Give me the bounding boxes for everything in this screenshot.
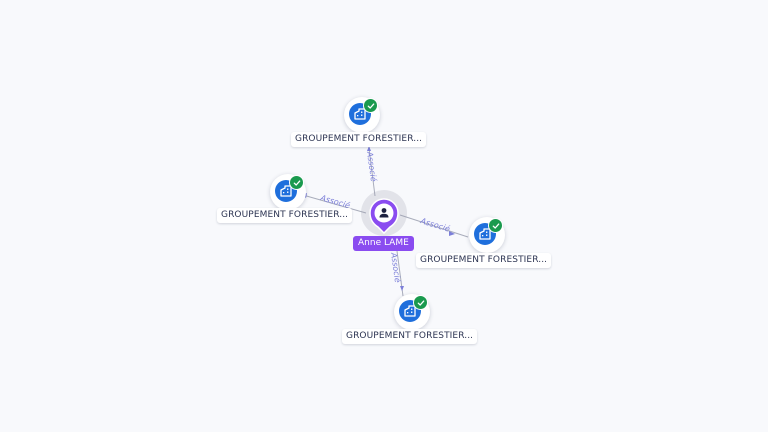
company-node-top[interactable]	[344, 97, 380, 133]
edge-associe-right: Associé	[399, 214, 469, 238]
edge-label-top: Associé	[365, 150, 379, 182]
edge-label-bottom: Associé	[389, 251, 403, 283]
building-icon	[353, 108, 366, 120]
arrow-head	[400, 286, 404, 291]
verified-badge	[488, 218, 503, 233]
verified-badge	[413, 295, 428, 310]
edge-label-right: Associé	[418, 215, 451, 234]
edge-associe-top: Associé	[365, 146, 379, 197]
company-label-bottom[interactable]: GROUPEMENT FORESTIER...	[342, 329, 478, 344]
check-icon	[417, 299, 424, 306]
arrow-head	[449, 231, 455, 236]
person-name-label[interactable]: Anne LAME	[353, 236, 414, 251]
edge-associe-bottom: Associé	[389, 251, 404, 297]
building-icon	[478, 228, 491, 240]
building-icon	[279, 185, 292, 197]
building-icon	[403, 305, 416, 317]
company-node-left[interactable]	[270, 174, 306, 210]
verified-badge	[363, 98, 378, 113]
check-icon	[492, 222, 499, 229]
check-icon	[367, 102, 374, 109]
company-label-left[interactable]: GROUPEMENT FORESTIER...	[217, 208, 353, 223]
arrow-head	[367, 146, 371, 151]
company-node-right[interactable]	[469, 217, 505, 253]
check-icon	[293, 179, 300, 186]
person-node-halo	[361, 190, 407, 236]
company-label-right[interactable]: GROUPEMENT FORESTIER...	[416, 253, 552, 268]
verified-badge	[289, 175, 304, 190]
company-label-top[interactable]: GROUPEMENT FORESTIER...	[291, 132, 427, 147]
company-node-bottom[interactable]	[394, 294, 430, 330]
